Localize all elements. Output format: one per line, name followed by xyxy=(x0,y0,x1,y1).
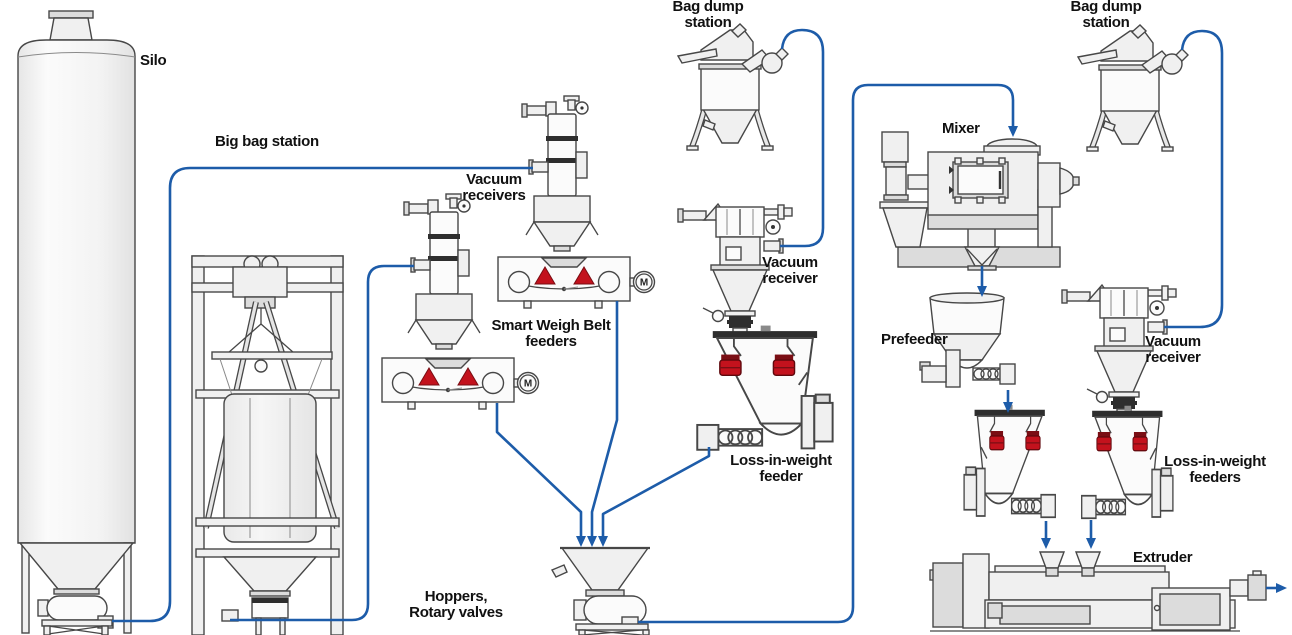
label-smart-weigh-belt-feeders: Smart Weigh Belt xyxy=(491,317,610,334)
prefeeder xyxy=(919,292,1016,388)
line-bagdump-to-right-receiver xyxy=(1164,29,1224,329)
line-upper-belt-to-hopper xyxy=(587,301,619,547)
big-bag-station xyxy=(191,255,344,635)
label-loss-in-weight-feeder: Loss-in-weight xyxy=(730,452,832,469)
loss-in-weight-feeder-pair-right xyxy=(1082,406,1173,519)
conveying-lines xyxy=(112,28,1287,624)
label-hoppers-rotary-valves: Hoppers, xyxy=(425,588,488,605)
line-bagdump-to-mid-receiver xyxy=(780,28,825,248)
label-loss-in-weight-feeder: feeder xyxy=(759,468,803,485)
label-vacuum-receiver-middle: receiver xyxy=(762,270,818,287)
extruder-feed-funnel xyxy=(1038,551,1066,577)
extruder xyxy=(929,551,1267,632)
loss-in-weight-feeder-middle xyxy=(697,326,832,450)
mixer-inspection-door xyxy=(949,157,1009,204)
silo xyxy=(17,10,136,635)
silo-rotary-valve xyxy=(37,595,114,635)
motor-badge: M xyxy=(640,278,648,289)
label-bag-dump-station-right: station xyxy=(1082,14,1129,31)
diagram-labels: Silo Big bag station Vacuum receivers Sm… xyxy=(140,0,1266,621)
vacuum-receiver-upper xyxy=(521,95,599,252)
weigh-belt-feeder-lower xyxy=(381,357,540,410)
line-silo-to-upper-receiver xyxy=(112,166,533,623)
bag-dump-station-right xyxy=(1078,25,1188,151)
line-lower-belt-to-hopper xyxy=(495,403,586,547)
mixer xyxy=(879,131,1080,271)
label-vacuum-receiver-right: receiver xyxy=(1145,349,1201,366)
label-bag-dump-station-left: station xyxy=(684,14,731,31)
label-loss-in-weight-feeders: feeders xyxy=(1189,469,1240,486)
label-big-bag-station: Big bag station xyxy=(215,133,319,150)
weigh-belt-feeder-upper xyxy=(497,256,656,309)
line-liw-to-hopper xyxy=(598,447,711,547)
label-vacuum-receiver-middle: Vacuum xyxy=(762,254,818,271)
label-smart-weigh-belt-feeders: feeders xyxy=(525,333,576,350)
center-hopper-rotary-valve xyxy=(550,546,650,635)
vacuum-receiver-lower xyxy=(403,193,481,350)
loss-in-weight-feeder-pair-left xyxy=(964,405,1055,518)
big-bag-rotary-valve xyxy=(221,590,291,635)
label-bag-dump-station-left: Bag dump xyxy=(673,0,744,15)
label-bag-dump-station-right: Bag dump xyxy=(1071,0,1142,15)
label-extruder: Extruder xyxy=(1133,549,1193,566)
bag-dump-station-left xyxy=(678,24,788,150)
extruder-feed-funnel xyxy=(1074,551,1102,577)
label-vacuum-receivers: Vacuum xyxy=(466,171,522,188)
label-hoppers-rotary-valves: Rotary valves xyxy=(409,604,503,621)
motor-badge: M xyxy=(524,379,532,390)
label-loss-in-weight-feeders: Loss-in-weight xyxy=(1164,453,1266,470)
label-mixer: Mixer xyxy=(942,120,980,137)
line-hopper-to-mixer xyxy=(638,83,1018,624)
label-vacuum-receiver-right: Vacuum xyxy=(1145,333,1201,350)
label-prefeeder: Prefeeder xyxy=(881,331,948,348)
label-silo: Silo xyxy=(140,52,166,69)
line-bigbag-to-lower-receiver xyxy=(230,264,414,622)
label-vacuum-receivers: receivers xyxy=(462,187,525,204)
